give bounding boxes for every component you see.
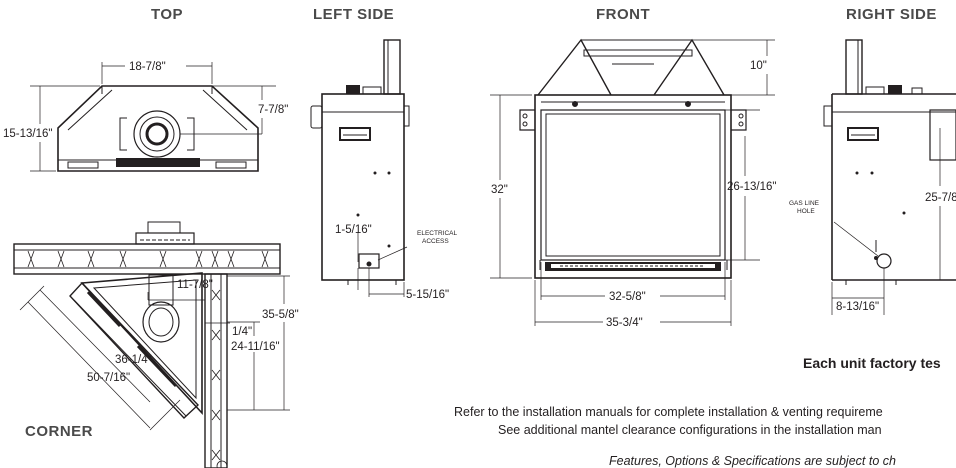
dim-corner-depth: 35-5/8"	[262, 309, 299, 321]
heading-top: TOP	[151, 6, 184, 23]
top-view	[30, 62, 276, 172]
features-disclaimer: Features, Options & Specifications are s…	[609, 454, 896, 468]
heading-left-side: LEFT SIDE	[313, 6, 395, 23]
left-side-view	[310, 39, 410, 297]
dim-corner-wall: 24-11/16"	[231, 341, 280, 353]
heading-front: FRONT	[596, 6, 651, 23]
note-electrical-line1: ELECTRICAL	[417, 230, 457, 237]
installation-manual-note: Refer to the installation manuals for co…	[454, 405, 883, 419]
dim-corner-diag: 50-7/16"	[87, 372, 130, 384]
dim-corner-face: 36-1/4"	[115, 354, 152, 366]
mantel-clearance-note: See additional mantel clearance configur…	[498, 423, 882, 437]
note-gas-line1: GAS LINE	[789, 200, 820, 207]
heading-right-side: RIGHT SIDE	[846, 6, 937, 23]
dim-top-flue: 7-7/8"	[258, 104, 288, 116]
dim-top-depth: 15-13/16"	[3, 128, 52, 140]
dim-front-width: 35-3/4"	[606, 317, 643, 329]
dim-corner-flue: 11-7/8"	[177, 279, 213, 291]
dim-front-glass-width: 32-5/8"	[609, 291, 646, 303]
note-gas-line2: HOLE	[797, 208, 815, 215]
dim-front-cap: 10"	[750, 60, 767, 72]
dim-corner-gap: 1/4"	[232, 326, 252, 338]
dim-left-elec-height: 1-5/16"	[335, 224, 372, 236]
right-side-view	[823, 39, 956, 315]
dim-front-glass-height: 26-13/16"	[727, 181, 776, 193]
top-flue	[133, 110, 181, 158]
note-electrical-line2: ACCESS	[422, 238, 449, 245]
dim-front-height: 32"	[491, 184, 508, 196]
dim-left-elec-offset: 5-15/16"	[406, 289, 449, 301]
heading-corner: CORNER	[25, 423, 94, 440]
dim-top-width: 18-7/8"	[129, 61, 166, 73]
dim-right-gas-offset: 8-13/16"	[836, 301, 879, 313]
front-view	[490, 38, 775, 326]
factory-tested-note: Each unit factory tes	[803, 355, 941, 371]
corner-view	[13, 221, 290, 468]
dim-right-height: 25-7/8"	[925, 192, 956, 204]
